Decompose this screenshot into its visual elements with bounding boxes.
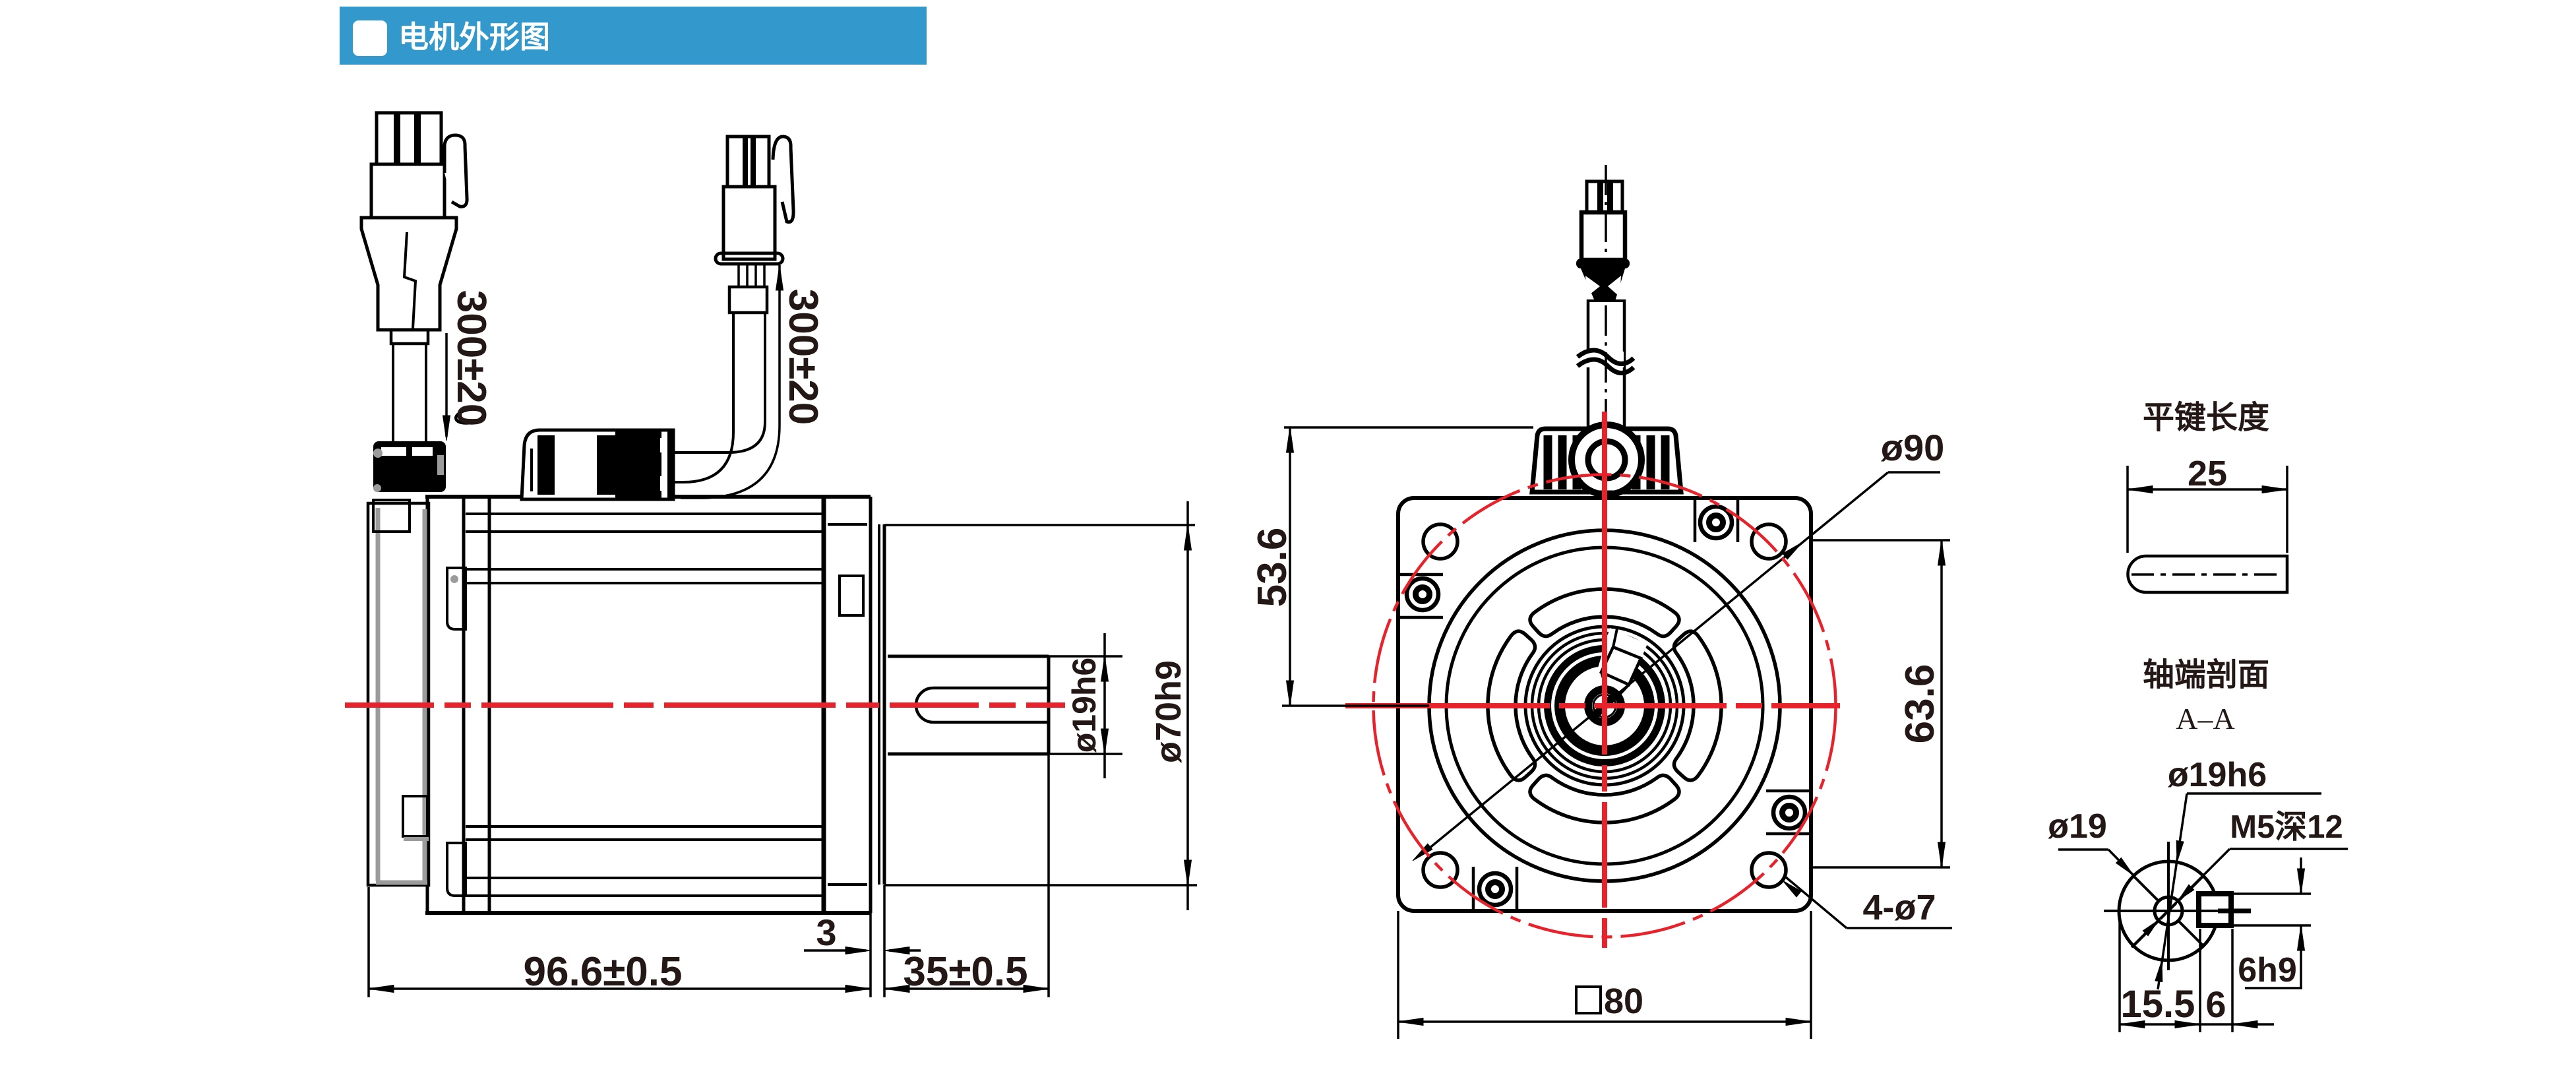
svg-text:6h9: 6h9: [2238, 951, 2297, 989]
svg-text:平键长度: 平键长度: [2143, 400, 2269, 435]
svg-text:ø90: ø90: [1881, 427, 1945, 468]
svg-text:ø70h9: ø70h9: [1149, 660, 1188, 763]
svg-text:ø19h6: ø19h6: [2168, 756, 2267, 794]
svg-text:6: 6: [2205, 983, 2226, 1025]
svg-text:96.6±0.5: 96.6±0.5: [524, 949, 683, 995]
svg-text:25: 25: [2188, 454, 2227, 493]
svg-text:4-ø7: 4-ø7: [1862, 888, 1936, 927]
svg-text:300±20: 300±20: [448, 290, 494, 426]
svg-text:35±0.5: 35±0.5: [903, 949, 1027, 995]
svg-text:A–A: A–A: [2176, 702, 2234, 735]
svg-text:3: 3: [816, 912, 836, 953]
svg-text:ø19: ø19: [2048, 807, 2107, 846]
svg-text:电机外形图: 电机外形图: [398, 20, 550, 54]
svg-text:15.5: 15.5: [2121, 983, 2195, 1026]
svg-text:63.6: 63.6: [1897, 664, 1943, 744]
svg-text:ø19h6: ø19h6: [1066, 658, 1103, 753]
svg-text:轴端剖面: 轴端剖面: [2143, 658, 2269, 693]
svg-text:53.6: 53.6: [1250, 528, 1295, 607]
svg-text:300±20: 300±20: [780, 289, 826, 425]
svg-text:M5深12: M5深12: [2230, 809, 2343, 845]
svg-text:80: 80: [1604, 981, 1643, 1021]
